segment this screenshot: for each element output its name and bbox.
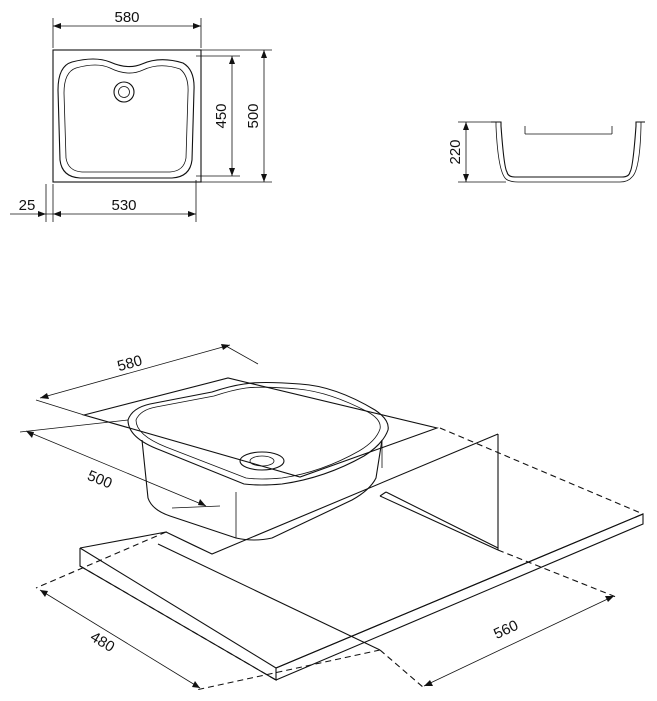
dim-top-width: 580 [114,9,139,26]
side-view-profile [491,121,645,178]
iso-drain-outer [239,451,285,471]
countertop-cutout [157,433,499,651]
iso-basin-walls [141,439,383,541]
side-view: 220 [447,121,645,183]
sink-deck [81,377,439,478]
iso-dim-cutout-width: 560 [491,617,521,643]
top-view: 580 530 25 450 500 [10,9,272,222]
drain-outer [113,81,135,103]
iso-dim-cutout-depth: 480 [87,628,117,655]
dim-height: 220 [447,139,464,164]
top-view-outline [52,49,202,183]
iso-basin-rim [127,381,389,486]
iso-drain-inner [249,455,275,467]
iso-dim-width: 580 [116,352,145,375]
iso-view: 580 500 480 560 [19,344,644,691]
countertop-top [79,513,644,681]
top-view-basin-inner [63,64,189,173]
dim-offset: 25 [19,197,36,214]
dim-inner-depth: 450 [213,103,230,128]
dim-inner-width: 530 [111,197,136,214]
drain-inner [118,86,130,98]
iso-dim-depth: 500 [85,467,115,492]
dim-outer-depth: 500 [245,103,262,128]
top-view-basin-outer [57,58,195,179]
